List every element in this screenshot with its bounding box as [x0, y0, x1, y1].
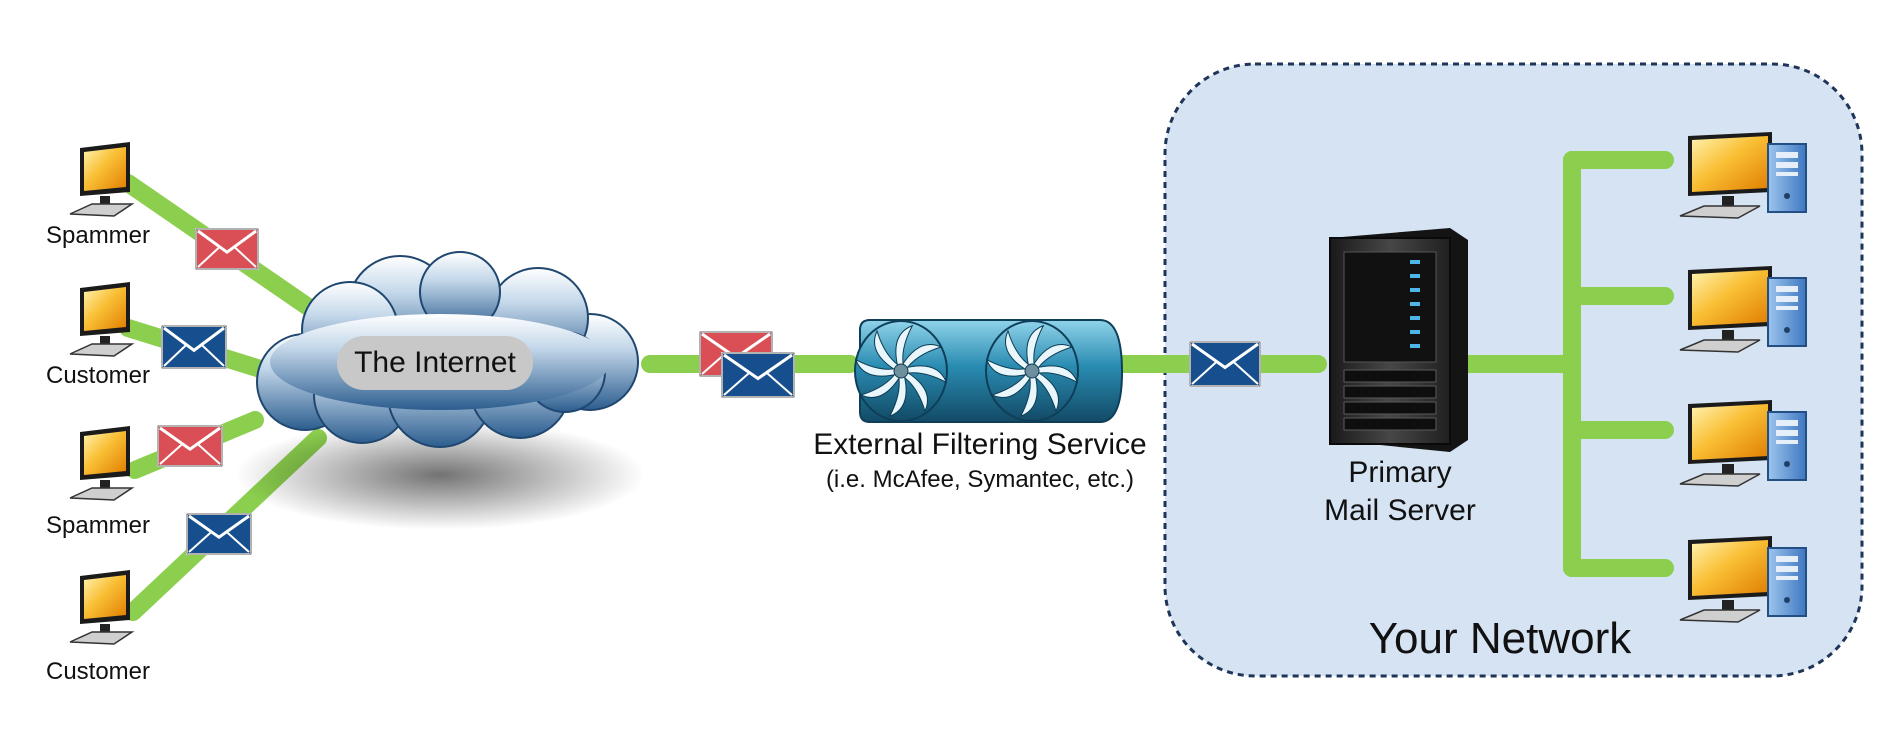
filter-title: External Filtering Service — [813, 428, 1147, 461]
network-label: Your Network — [1368, 614, 1632, 663]
device-label-2: Customer — [45, 362, 151, 389]
mail-envelope-icon — [1189, 341, 1261, 387]
mail-envelope-icon — [161, 325, 227, 369]
server-label-line2: Mail Server — [1324, 494, 1476, 527]
desktop-pc-icon — [1679, 536, 1807, 623]
internet-label: The Internet — [337, 336, 533, 390]
device-label-4: Customer — [45, 658, 151, 685]
desktop-pc-icon — [1679, 400, 1807, 487]
cloud-shadow — [235, 420, 645, 530]
server-label-line1: Primary — [1348, 456, 1452, 489]
computer-icon — [69, 142, 135, 217]
computer-icon — [69, 570, 135, 645]
desktop-pc-icon — [1679, 132, 1807, 219]
external-filtering-service — [854, 319, 1124, 423]
spam-envelope-icon — [195, 228, 259, 270]
desktop-pc-icon — [1679, 266, 1807, 353]
computer-icon — [69, 426, 135, 501]
mail-envelope-icon — [186, 513, 252, 555]
filter-subtitle: (i.e. McAfee, Symantec, etc.) — [825, 466, 1135, 493]
mail-envelope-icon — [721, 352, 795, 398]
device-label-1: Spammer — [45, 222, 151, 249]
spam-envelope-icon — [157, 425, 223, 467]
computer-icon — [69, 282, 135, 357]
device-label-3: Spammer — [45, 512, 151, 539]
server-icon — [1329, 228, 1468, 452]
